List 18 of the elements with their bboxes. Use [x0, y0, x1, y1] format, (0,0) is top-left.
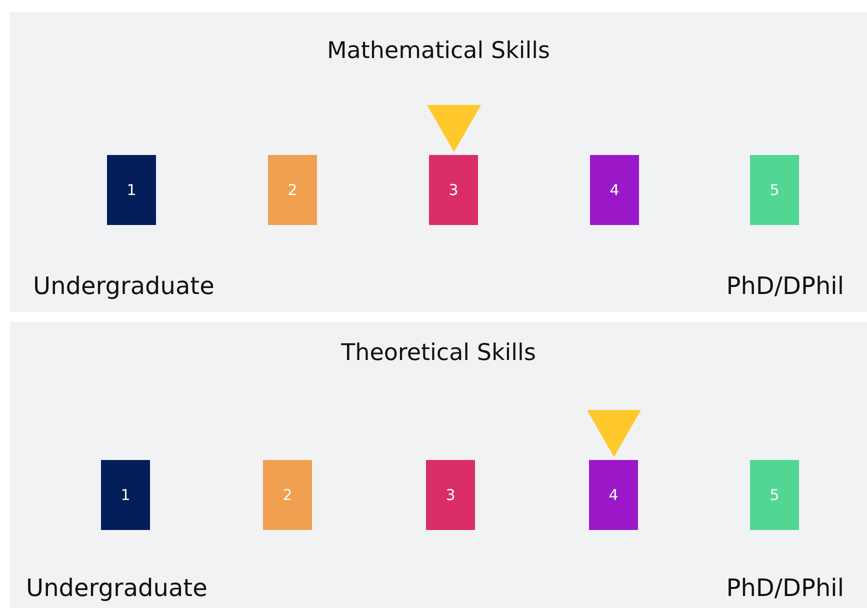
- level-box: 3: [426, 460, 475, 530]
- level-box: 1: [101, 460, 150, 530]
- level-box: 3: [429, 155, 478, 225]
- level-box: 2: [268, 155, 317, 225]
- level-box: 2: [263, 460, 312, 530]
- scale-end-label: PhD/DPhil: [726, 272, 844, 300]
- panel-title: Mathematical Skills: [326, 38, 552, 64]
- level-box: 1: [107, 155, 156, 225]
- level-box: 5: [750, 155, 799, 225]
- panel-background: [10, 12, 867, 312]
- level-box: 4: [590, 155, 639, 225]
- scale-start-label: Undergraduate: [26, 574, 208, 602]
- level-box: 4: [589, 460, 638, 530]
- scale-start-label: Undergraduate: [33, 272, 214, 300]
- scale-end-label: PhD/DPhil: [726, 574, 844, 602]
- panel-background: [10, 322, 867, 608]
- level-box: 5: [750, 460, 799, 530]
- panel-title: Theoretical Skills: [340, 340, 537, 366]
